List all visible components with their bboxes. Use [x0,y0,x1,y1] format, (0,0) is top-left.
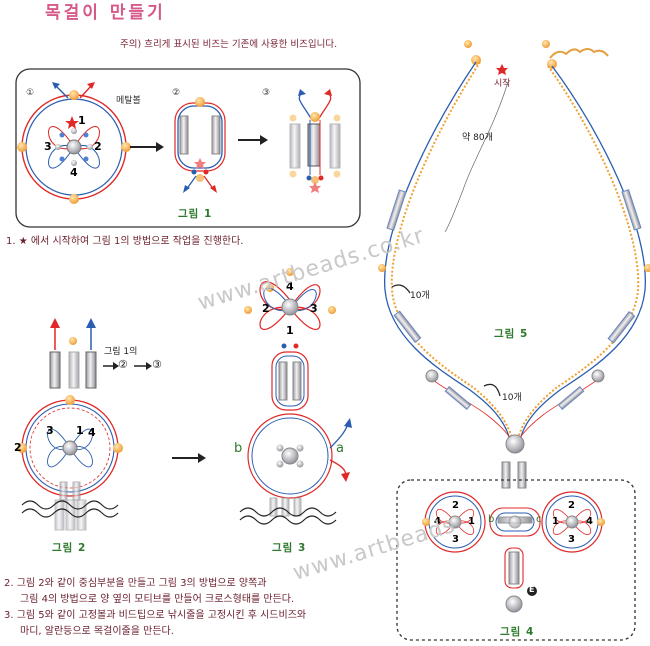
fig4-right-num-4: 4 [586,516,593,527]
fig5-necklace [378,40,650,489]
fig4-end-mark: E [529,585,535,594]
instruction-3b: 마디, 알란등으로 목걸이줄을 만든다. [20,626,174,637]
fig5-count10a: 10개 [410,291,430,301]
fig4-right-num-2: 2 [568,500,575,511]
fig5-caption: 그림 5 [494,328,529,340]
fig3-num-3: 3 [310,302,318,315]
fig2-step2-label: ② [118,358,128,371]
fig1-step2-motif [174,97,226,193]
fig5-count10b: 10개 [502,393,522,403]
fig2-motif [17,318,123,531]
fig4-left-num-4: 4 [434,516,441,527]
fig3-num-4: 4 [286,280,294,293]
fig3-a-label: a [336,441,344,456]
instruction-1: 1. ★ 에서 시작하여 그림 1의 방법으로 작업을 진행한다. [6,236,244,247]
fig1-num-1: 1 [78,114,86,127]
fig1-num-3: 3 [44,140,52,153]
fig5-count80: 약 80개 [462,133,493,143]
fig2-caption: 그림 2 [52,542,87,554]
fig3-b-label: b [234,441,243,456]
fig2-step3-label: ③ [152,358,162,371]
fig2-num-3: 3 [46,424,54,437]
note-text: 주의) 흐리게 표시된 비즈는 기존에 사용한 비즈입니다. [120,39,338,50]
fig4-frame [396,479,636,641]
fig4-motif [422,491,605,613]
fig4-b-label: b [488,514,495,525]
instruction-2a: 2. 그림 2와 같이 중심부분을 만들고 그림 3의 방법으로 양쪽과 [4,578,267,589]
metal-ball-label: 메탈볼 [116,96,141,106]
fig1-frame [15,68,361,228]
page-title: 목걸이 만들기 [45,3,166,23]
fig1-caption: 그림 1 [178,208,213,220]
fig4-right-num-1: 1 [552,516,559,527]
fig1-num-4: 4 [70,166,78,179]
fig3-num-2: 2 [262,302,270,315]
fig1-step3-motif [289,89,341,193]
fig4-left-num-1: 1 [468,516,475,527]
fig1-step1-label: ① [26,88,35,98]
fig2-num-4: 4 [88,426,96,439]
instruction-2b: 그림 4의 방법으로 양 옆의 모티브를 만들어 크로스형태를 만든다. [20,594,295,605]
fig2-num-1: 1 [76,424,84,437]
fig1-step2-label: ② [172,88,181,98]
fig3-caption: 그림 3 [272,542,307,554]
fig1-num-2: 2 [94,140,102,153]
fig3-num-1: 1 [286,324,294,337]
fig4-caption: 그림 4 [500,626,535,638]
fig2-num-2: 2 [14,441,22,454]
fig2-ref-label: 그림 1의 [104,347,138,357]
fig4-left-num-2: 2 [452,500,459,511]
instruction-3a: 3. 그림 5와 같이 고정볼과 비드팁으로 낚시줄을 고정시킨 후 시드비즈와 [4,610,307,621]
fig4-left-num-3: 3 [452,534,459,545]
fig4-right-num-3: 3 [568,534,575,545]
fig1-step3-label: ③ [262,88,271,98]
fig5-start-label: 시작 [494,79,511,89]
fig1-step1-motif [17,82,131,204]
fig3-motif [239,268,352,525]
fig4-c-label: c [536,514,542,525]
